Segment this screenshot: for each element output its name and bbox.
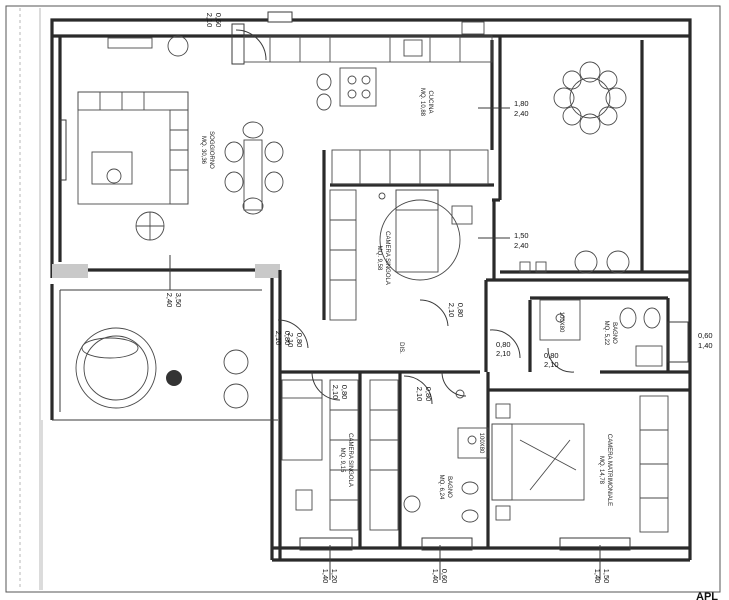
dim-label: 2,10 [447, 303, 456, 318]
dim-label: 1,40 [593, 569, 602, 584]
dim-label: 0,80 [340, 385, 349, 400]
plant-icon [223, 383, 249, 409]
room-name-camera-matrimoniale: CAMERA MATRIMONIALE [606, 434, 612, 506]
chair-icon [535, 261, 547, 273]
plant-icon [574, 250, 598, 274]
round-sofa [75, 327, 249, 409]
walls [50, 18, 692, 562]
dim-label: 2,10 [331, 385, 340, 400]
dimension-lines [169, 107, 601, 580]
chair-icon [519, 261, 531, 273]
room-area-soggiorno: MQ. 30,36 [200, 136, 206, 165]
page-frame [5, 5, 721, 593]
room-name-bagno-1: BAGNO [611, 322, 617, 344]
door-swings [235, 29, 575, 405]
room-area-cucina: MQ. 10,88 [419, 88, 425, 117]
dim-label: 0,60 [698, 331, 713, 340]
dim-label: 1,80 [514, 99, 529, 108]
room-area-camera-matrimoniale: MQ. 14,78 [598, 456, 604, 485]
room-area-bagno-2: MQ. 6,24 [438, 475, 444, 500]
sofa [77, 91, 189, 205]
shower-label-2: 100X80 [478, 433, 484, 454]
dim-label: 0,80 [456, 303, 465, 318]
dim-label: 1,50 [514, 231, 529, 240]
wall-hatch [255, 264, 280, 278]
bath-1-fixtures [539, 299, 663, 367]
dim-label: 2,40 [514, 241, 529, 250]
dining-table [224, 121, 284, 215]
dim-label: 1,20 [330, 569, 339, 584]
wall-hatch [52, 264, 88, 278]
bed-double [491, 395, 669, 533]
grill-icon [166, 370, 182, 386]
room-name-cucina: CUCINA [427, 90, 433, 113]
dim-label: 2,10 [415, 387, 424, 402]
dim-label: 2,40 [165, 293, 174, 308]
dim-label: 2,10 [274, 331, 283, 346]
dim-label: 0,60 [214, 13, 223, 28]
plant-icon [606, 250, 630, 274]
shower-label-1: 100X80 [558, 312, 564, 333]
dim-label: 0,80 [283, 331, 292, 346]
dim-label: 1,40 [321, 569, 330, 584]
dim-label: 0,80 [295, 333, 304, 348]
bath-2-fixtures [403, 389, 489, 523]
console [107, 37, 153, 49]
room-name-camera-singola-1: CAMERA SINGOLA [384, 231, 390, 285]
bed-single-1 [329, 189, 473, 321]
dim-label: 2,10 [205, 13, 214, 28]
kitchen-counters [243, 21, 493, 185]
dim-label: 1,40 [698, 341, 713, 350]
corner-label: APL [696, 591, 718, 600]
dim-label: 0,80 [424, 387, 433, 402]
room-name-bagno-2: BAGNO [446, 476, 452, 498]
room-name-soggiorno: SOGGIORNO [208, 131, 214, 169]
room-name-camera-singola-2: CAMERA SINGOLA [347, 433, 353, 487]
bed-single-2 [281, 379, 399, 531]
dim-label: 2,10 [496, 349, 511, 358]
dim-label: 0,80 [544, 351, 559, 360]
dim-label: 2,10 [286, 333, 295, 348]
dim-label: 1,50 [602, 569, 611, 584]
dim-label: 3,50 [174, 293, 183, 308]
windows [59, 11, 689, 551]
room-area-camera-singola-1: MQ. 9,58 [376, 246, 382, 271]
room-area-camera-singola-2: MQ. 9,15 [339, 448, 345, 473]
plant-icon [167, 35, 189, 57]
balcony-table-set [553, 61, 627, 135]
dim-label: 2,40 [514, 109, 529, 118]
dim-label: 0,60 [440, 569, 449, 584]
dim-label: 1,40 [431, 569, 440, 584]
room-area-bagno-1: MQ. 5,22 [603, 321, 609, 346]
dim-label: 0,80 [496, 340, 511, 349]
dim-label: 2,10 [544, 360, 559, 369]
plant-icon [223, 349, 249, 375]
room-name-disimpegno: DIS. [398, 342, 404, 354]
